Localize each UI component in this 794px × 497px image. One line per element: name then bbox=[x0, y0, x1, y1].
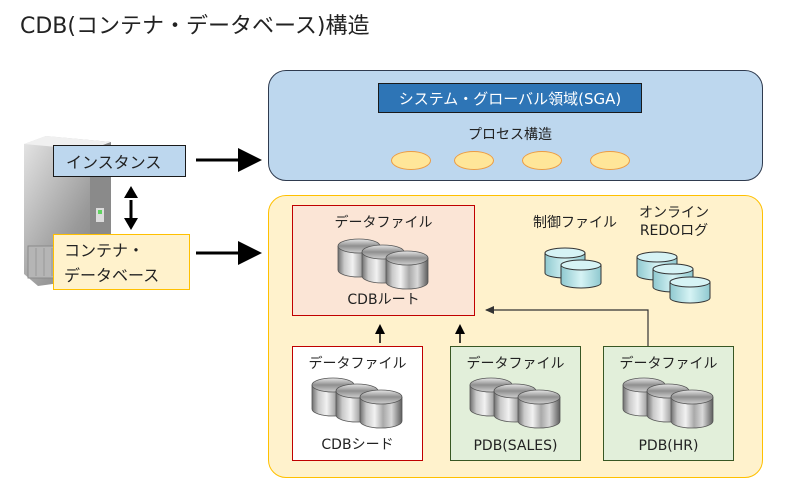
up-arrowhead bbox=[124, 186, 138, 198]
process-structure-label: プロセス構造 bbox=[468, 127, 552, 143]
datafile-cylinder bbox=[385, 250, 428, 290]
pdb-hr-datafile-label: データファイル bbox=[619, 356, 718, 372]
cdb-seed-datafile-label: データファイル bbox=[308, 356, 407, 372]
sga-label: システム・グローバル領域(SGA) bbox=[398, 89, 622, 108]
cdb-root-datafile-label: データファイル bbox=[334, 215, 433, 231]
datafile-cylinders-icon bbox=[311, 377, 402, 429]
instance-label-box: インスタンス bbox=[53, 145, 186, 177]
down-arrowhead bbox=[124, 218, 138, 230]
cdb-root-box: データファイル CDBルート bbox=[292, 205, 475, 316]
hr-to-root-arrow bbox=[485, 306, 649, 346]
redo-log-label-line2: REDOログ bbox=[639, 223, 709, 239]
process-ellipse bbox=[522, 151, 562, 170]
container-db-label-line1: コンテナ・ bbox=[64, 241, 145, 260]
pdb-sales-datafile-label: データファイル bbox=[466, 356, 565, 372]
control-files-icon bbox=[544, 247, 602, 289]
datafile-cylinder bbox=[670, 389, 713, 429]
redo-log-label: オンライン REDOログ bbox=[624, 204, 724, 240]
container-db-label-line2: データベース bbox=[64, 266, 160, 285]
cdb-root-label: CDBルート bbox=[347, 292, 420, 308]
cdb-seed-box: データファイル CDBシード bbox=[292, 346, 423, 461]
pdb-sales-box: データファイル PDB(SALES) bbox=[450, 346, 581, 461]
sga-box: システム・グローバル領域(SGA) bbox=[378, 83, 642, 113]
datafile-cylinders-icon bbox=[337, 238, 428, 290]
pdb-hr-label: PDB(HR) bbox=[638, 438, 699, 454]
page-title: CDB(コンテナ・データベース)構造 bbox=[20, 14, 370, 39]
container-db-label-box: コンテナ・ データベース bbox=[53, 234, 190, 290]
process-ellipse bbox=[391, 151, 431, 170]
pdb-hr-box: データファイル PDB(HR) bbox=[603, 346, 734, 461]
redo-log-files-icon bbox=[636, 251, 711, 304]
cdb-seed-label: CDBシード bbox=[321, 437, 394, 453]
redo-log-label-line1: オンライン bbox=[639, 205, 709, 221]
datafile-cylinders-icon bbox=[622, 377, 713, 429]
datafile-cylinders-icon bbox=[469, 377, 560, 429]
instance-label: インスタンス bbox=[66, 153, 162, 172]
process-ellipse bbox=[590, 151, 630, 170]
process-ellipse bbox=[454, 151, 494, 170]
datafile-cylinder bbox=[517, 389, 560, 429]
control-files-label: 制御ファイル bbox=[533, 215, 617, 231]
datafile-cylinder bbox=[359, 389, 402, 429]
pdb-sales-label: PDB(SALES) bbox=[473, 438, 558, 454]
